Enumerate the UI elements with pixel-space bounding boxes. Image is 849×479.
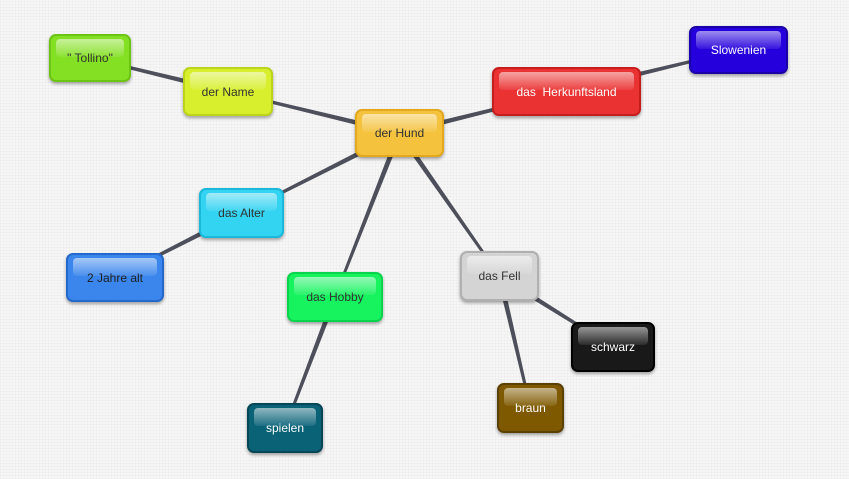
node-label: " Tollino" [67,51,113,65]
node-2-jahre-alt[interactable]: 2 Jahre alt [66,253,164,302]
node-label: der Name [201,84,255,99]
node-label: das Alter [218,206,265,220]
node-der-hund[interactable]: der Hund [355,109,444,157]
node-label: 2 Jahre alt [86,270,144,285]
node-label: braun [515,401,546,415]
node-das-alter[interactable]: das Alter [199,188,284,238]
node-tollino[interactable]: " Tollino" [49,34,131,82]
node-schwarz[interactable]: schwarz [571,322,655,372]
node-label: der Hund [374,126,425,140]
connector-hund-hobby [333,132,402,298]
node-das-hobby[interactable]: das Hobby [287,272,383,322]
node-das-fell[interactable]: das Fell [460,251,539,301]
node-label: das Fell [478,269,521,283]
node-label: das Herkunftsland [516,84,617,99]
node-das-herkunftsland[interactable]: das Herkunftsland [492,67,641,116]
node-label: Slowenien [710,43,767,57]
node-label: das Hobby [306,290,364,304]
connector-hund-fell [397,131,501,277]
node-spielen[interactable]: spielen [247,403,323,453]
node-label: schwarz [590,340,635,354]
node-braun[interactable]: braun [497,383,564,433]
node-der-name[interactable]: der Name [183,67,273,116]
connector-hobby-spielen [283,296,338,429]
node-label: spielen [265,421,305,435]
connector-fell-braun [497,275,532,409]
node-slowenien[interactable]: Slowenien [689,26,788,74]
